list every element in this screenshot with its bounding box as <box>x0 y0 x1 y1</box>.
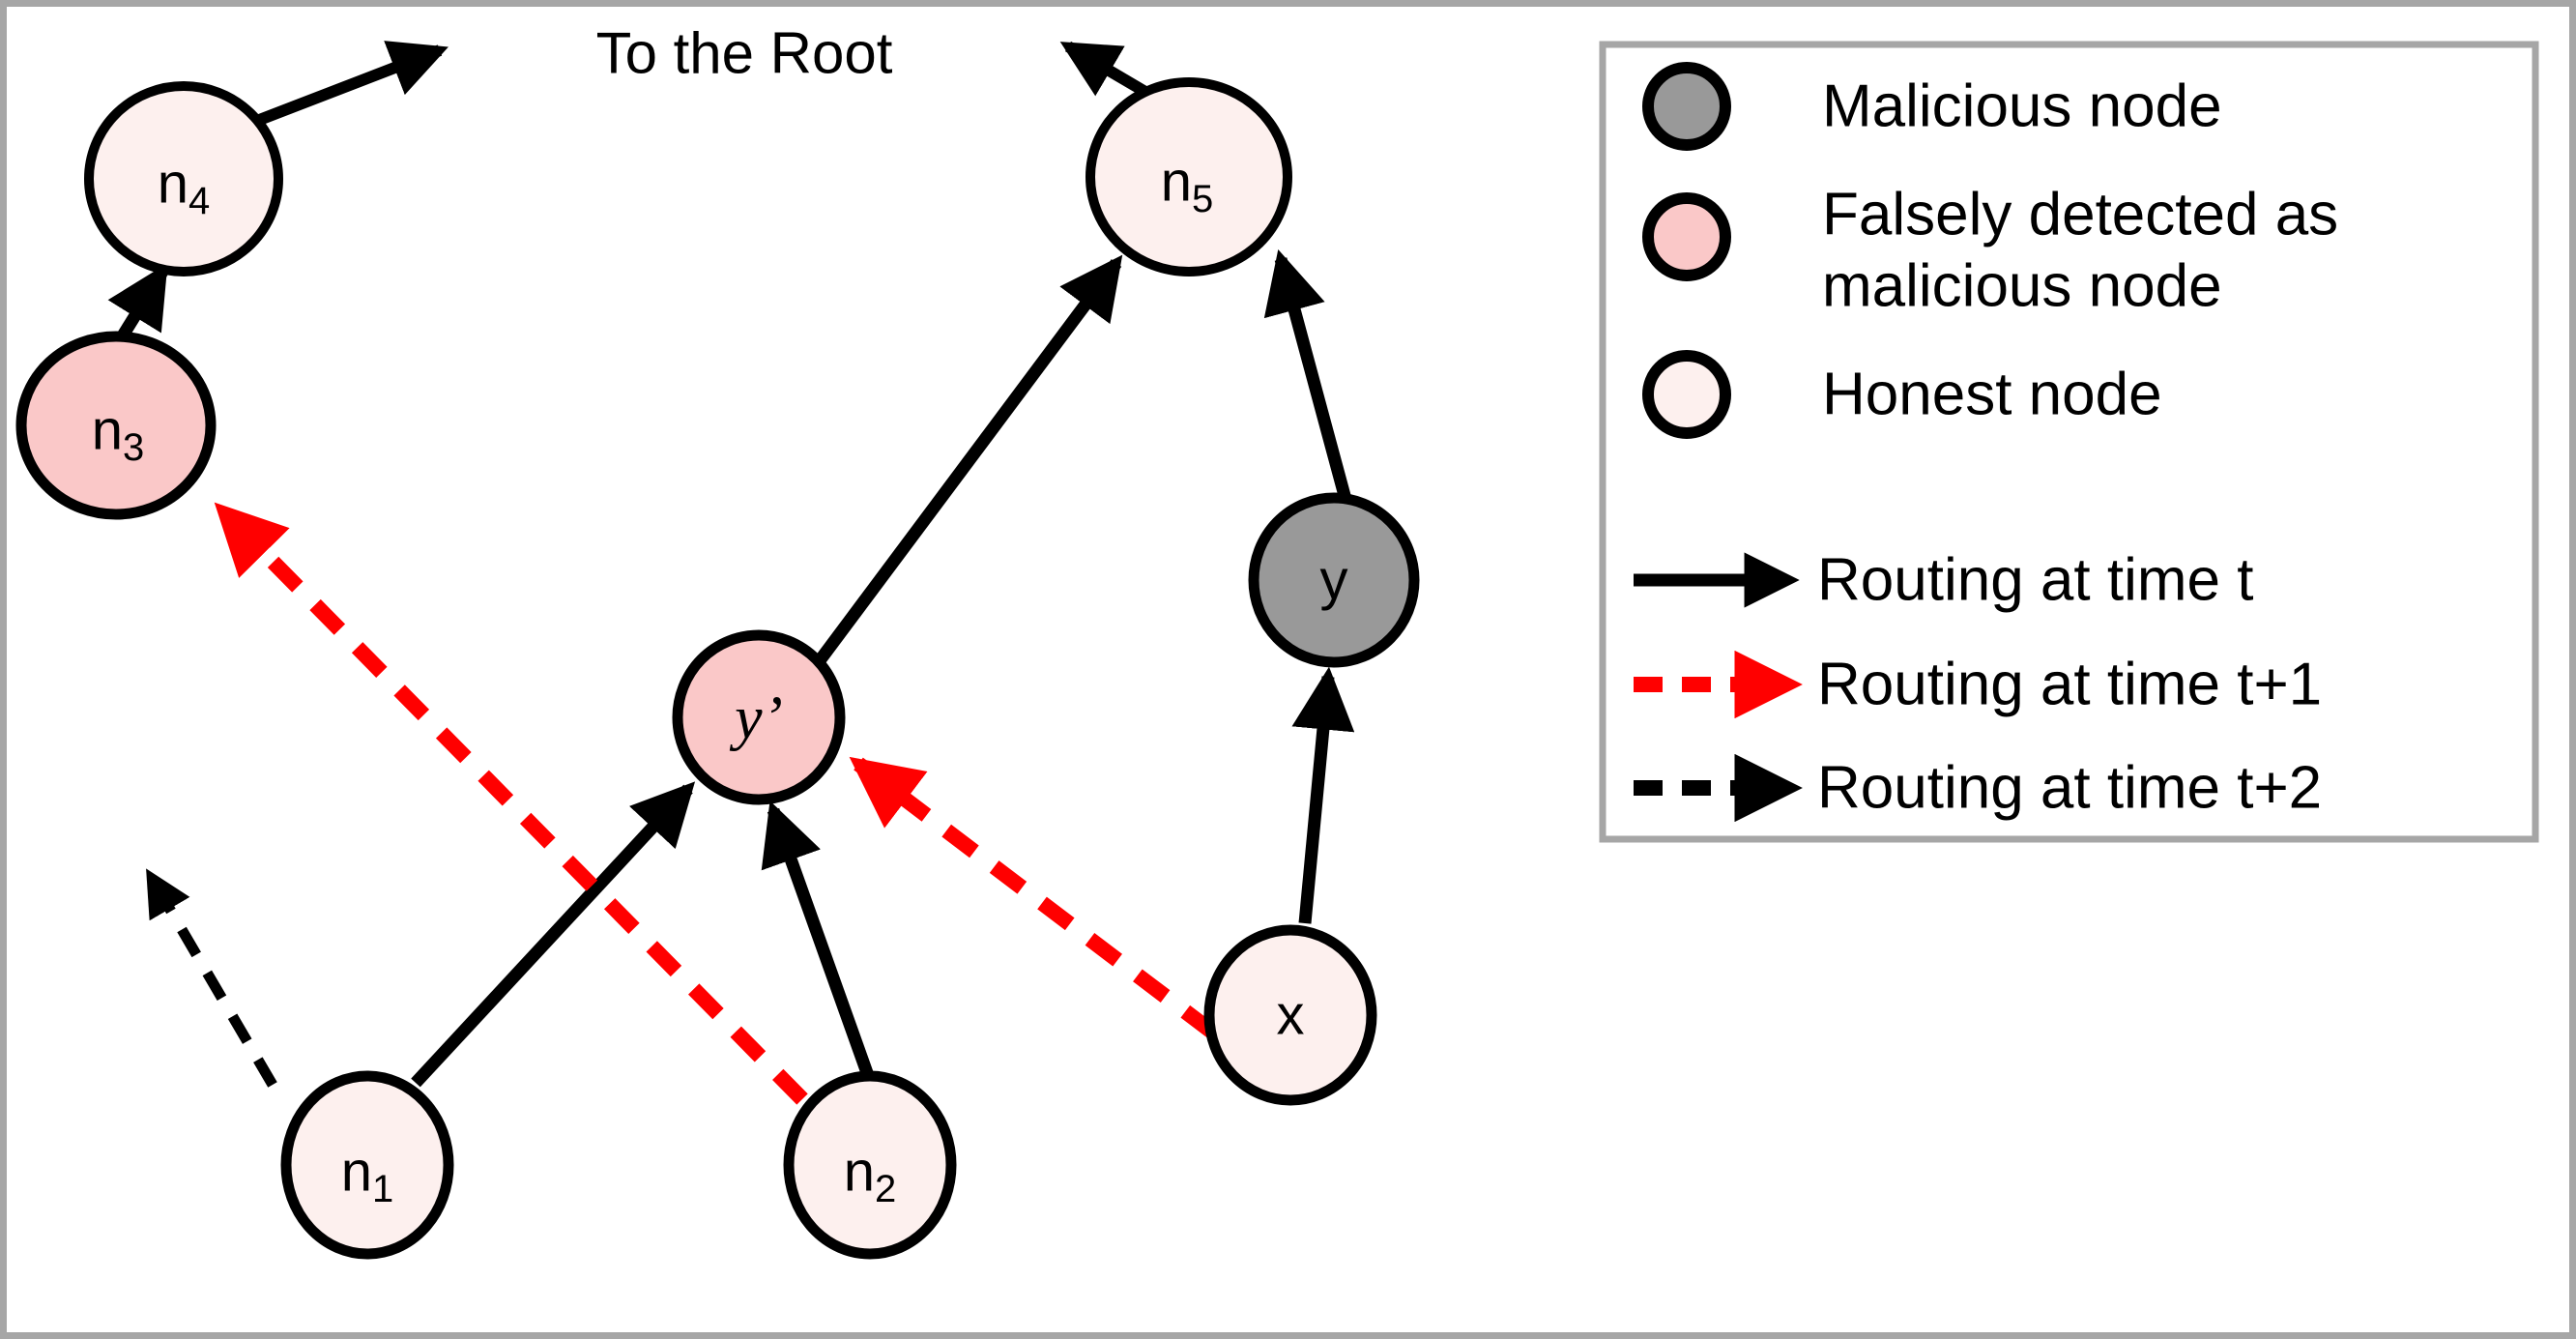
legend-item-false-positive[interactable]: Falsely detected as malicious node <box>1642 182 2338 320</box>
node-x[interactable]: x <box>1203 924 1377 1106</box>
legend-border <box>1599 41 2539 843</box>
node-n3[interactable]: n3 <box>15 331 217 520</box>
node-n2-shape <box>783 1070 957 1260</box>
legend-label-routing-t: Routing at time t <box>1817 547 2253 614</box>
legend-item-routing-t2[interactable]: Routing at time t+2 <box>1634 753 2322 823</box>
node-n1[interactable]: n1 <box>280 1070 454 1260</box>
node-x-shape <box>1203 924 1377 1106</box>
legend-label-malicious: Malicious node <box>1822 73 2222 140</box>
node-y-prime[interactable]: y’ <box>672 629 846 805</box>
edge-x-to-yprime-t1 <box>849 756 1218 1039</box>
node-y-prime-label: y’ <box>729 684 783 752</box>
edge-n5-to-root <box>1059 41 1154 101</box>
honest-node-swatch-icon <box>1642 350 1731 439</box>
edge-n4-to-root <box>246 41 449 130</box>
edge-yprime-to-n5 <box>809 254 1123 671</box>
diagram-title: To the Root <box>596 21 893 86</box>
legend-label-honest: Honest node <box>1822 362 2162 428</box>
edges-layer <box>107 41 1355 1105</box>
node-n2[interactable]: n2 <box>783 1070 957 1260</box>
node-n4-shape <box>84 81 283 277</box>
node-y-shape <box>1248 492 1420 668</box>
node-y-prime-shape <box>672 629 846 805</box>
edge-n3-to-n4 <box>107 263 168 344</box>
legend-label-false-positive-line2: malicious node <box>1822 253 2222 320</box>
nodes-layer: n4 n5 n3 y’ y <box>15 77 1420 1260</box>
legend-panel: Malicious node Falsely detected as malic… <box>1599 41 2539 843</box>
malicious-node-swatch-icon <box>1642 62 1731 151</box>
legend-label-false-positive-line1: Falsely detected as <box>1822 182 2338 248</box>
node-y-label: y <box>1320 549 1348 612</box>
legend-item-honest[interactable]: Honest node <box>1642 350 2162 439</box>
node-n3-label: n3 <box>92 399 145 470</box>
false-positive-node-swatch-icon <box>1642 192 1731 281</box>
node-n1-label: n1 <box>341 1141 394 1211</box>
edge-n1-to-n3-t2 <box>145 868 277 1088</box>
node-n4[interactable]: n4 <box>84 81 283 277</box>
node-n5[interactable]: n5 <box>1085 77 1292 277</box>
node-y[interactable]: y <box>1248 492 1420 668</box>
node-n1-shape <box>280 1070 454 1260</box>
node-n3-shape <box>15 331 217 520</box>
legend-label-routing-t2: Routing at time t+2 <box>1817 755 2322 822</box>
node-x-label: x <box>1277 984 1305 1047</box>
legend-item-routing-t1[interactable]: Routing at time t+1 <box>1634 650 2322 719</box>
legend-item-routing-t[interactable]: Routing at time t <box>1634 547 2253 614</box>
edge-n1-to-yprime <box>411 781 696 1088</box>
edge-x-to-y <box>1291 666 1355 924</box>
edge-n2-to-n3-t1 <box>214 502 808 1105</box>
edge-y-to-n5 <box>1263 248 1353 505</box>
legend-label-routing-t1: Routing at time t+1 <box>1817 652 2322 718</box>
legend-item-malicious[interactable]: Malicious node <box>1642 62 2222 151</box>
node-n5-shape <box>1085 77 1292 277</box>
edge-n2-to-yprime <box>761 800 877 1084</box>
